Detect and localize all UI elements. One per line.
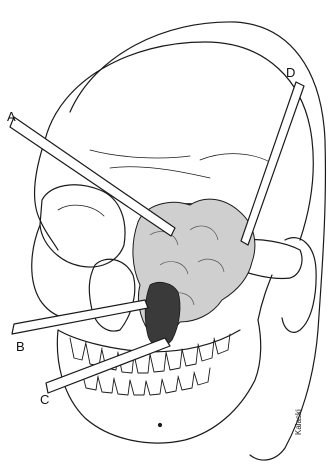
label-b: B xyxy=(16,340,25,353)
label-d: D xyxy=(286,66,295,79)
cranial-suture xyxy=(90,150,190,158)
instrument-a xyxy=(10,117,175,236)
cranial-suture xyxy=(110,167,210,178)
label-a: A xyxy=(7,110,16,123)
mandible-ramus xyxy=(258,275,272,320)
artist-signature: Kalaski xyxy=(294,409,303,435)
cranial-suture xyxy=(200,154,275,165)
nasal-aperture xyxy=(89,259,134,331)
instrument-d xyxy=(241,82,304,245)
dark-cavity xyxy=(145,282,180,346)
ear xyxy=(282,238,316,333)
left-orbit-inner xyxy=(58,205,104,216)
label-c: C xyxy=(40,393,49,406)
chin-dot xyxy=(159,424,162,427)
left-orbit xyxy=(40,185,125,267)
left-zygoma xyxy=(32,225,88,319)
